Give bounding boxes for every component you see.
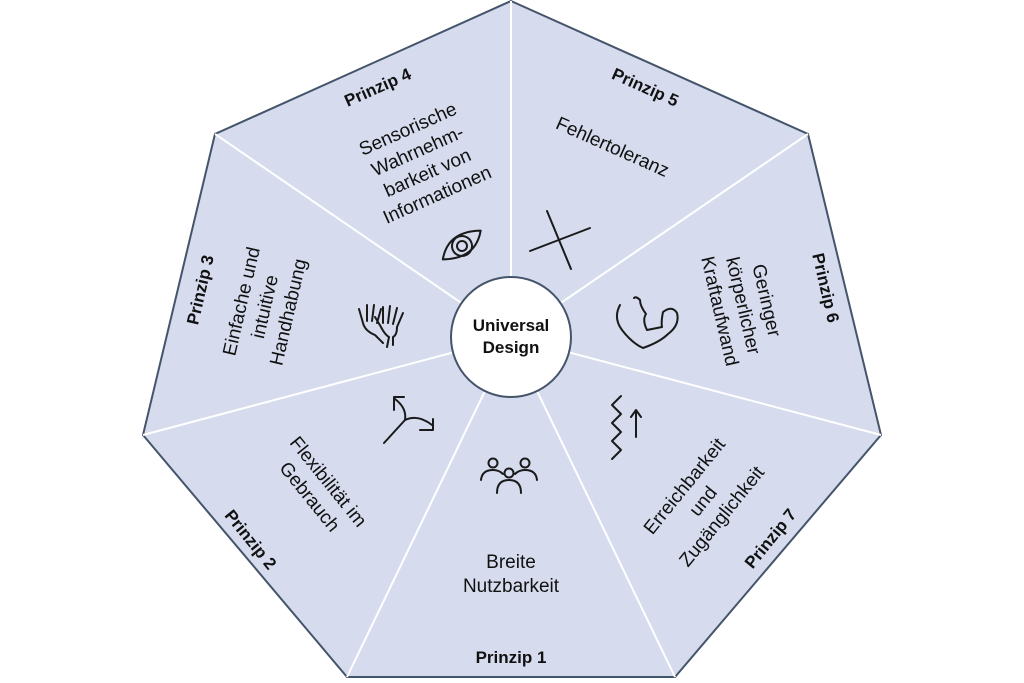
split-arrows-icon — [383, 396, 434, 444]
principle-1-title: Prinzip 1 — [475, 648, 547, 667]
center-label: Universal Design — [473, 316, 588, 381]
eye-icon — [441, 229, 482, 261]
flexed-arm-icon — [616, 296, 679, 349]
hands-icon — [358, 304, 404, 348]
divider-line — [510, 336, 676, 678]
principle-1-description: Breite Nutzbarkeit — [463, 552, 607, 623]
cross-icon — [529, 210, 591, 270]
divider-line — [510, 336, 882, 436]
center-label-line: Design — [482, 338, 540, 357]
center-circle — [450, 276, 572, 398]
description-line: Breite — [486, 552, 536, 573]
divider-line — [142, 336, 512, 436]
people-group-icon — [480, 457, 538, 494]
zigzag-up-arrow-icon — [611, 395, 642, 460]
center-label-line: Universal — [472, 316, 550, 335]
divider-line — [346, 336, 512, 678]
description-line: Nutzbarkeit — [462, 576, 560, 597]
